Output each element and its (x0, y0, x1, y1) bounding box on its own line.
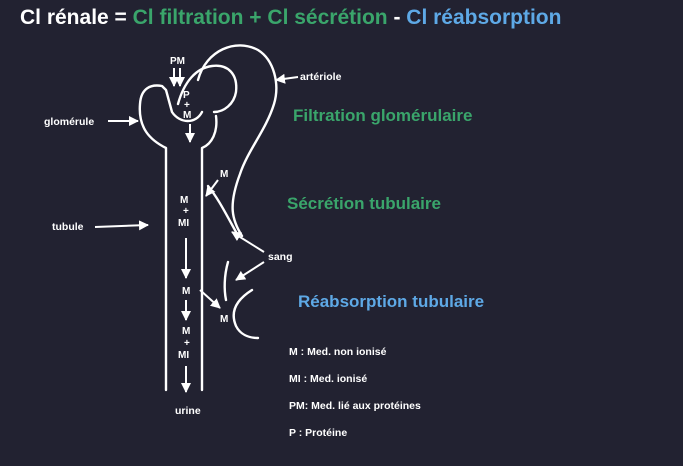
reabsorption-heading: Réabsorption tubulaire (298, 292, 485, 311)
legend-item-p: P : Protéine (289, 427, 348, 439)
label-m-lower: M (182, 326, 190, 337)
title-part-reabsorption: Cl réabsorption (406, 6, 562, 29)
label-pm: PM (170, 56, 185, 67)
label-m-glomerulus: M (183, 110, 191, 121)
pointer-sang-upper (231, 231, 265, 253)
label-tubule: tubule (52, 221, 84, 233)
label-p: P (183, 90, 190, 101)
legend-item-m: M : Med. non ionisé (289, 346, 387, 358)
secretion-heading: Sécrétion tubulaire (287, 194, 441, 213)
capillary-lower-2 (223, 260, 230, 302)
legend-item-pm: PM: Med. lié aux protéines (289, 400, 421, 412)
tubule-right-wall (200, 114, 218, 392)
title-part-minus: - (387, 6, 407, 29)
tubule-left-wall (138, 84, 204, 392)
pointer-tubule (94, 220, 149, 231)
label-m-tubule: M (180, 195, 188, 206)
title-part-renal: Cl rénale = (20, 6, 133, 29)
label-m-reabsorbed: M (220, 314, 228, 325)
label-sang: sang (268, 251, 293, 263)
label-plus-lower: + (184, 338, 190, 349)
arrow-secretion-m (205, 179, 219, 197)
legend-item-mi: MI : Med. ionisé (289, 373, 368, 385)
label-plus-tubule: + (183, 206, 189, 217)
arrow-reabsorption (199, 289, 221, 309)
label-mi-lower: MI (178, 350, 189, 361)
label-m-mid: M (182, 286, 190, 297)
filtration-heading: Filtration glomérulaire (293, 106, 473, 125)
label-glomerule: glomérule (44, 116, 94, 128)
pointer-sang-lower (235, 261, 265, 281)
pointer-arteriole (275, 73, 299, 84)
label-m-secretion: M (220, 169, 228, 180)
label-p-plus: + (184, 100, 190, 111)
capillary-lower (232, 288, 260, 340)
page-title: Cl rénale = Cl filtration + Cl sécrétion… (20, 6, 561, 30)
label-arteriole: artériole (300, 71, 342, 83)
label-urine: urine (175, 405, 201, 417)
arteriole-outer (196, 44, 278, 238)
arteriole-inner (176, 64, 238, 114)
title-part-filtration-secretion: Cl filtration + Cl sécrétion (132, 6, 388, 29)
label-mi-tubule: MI (178, 218, 189, 229)
